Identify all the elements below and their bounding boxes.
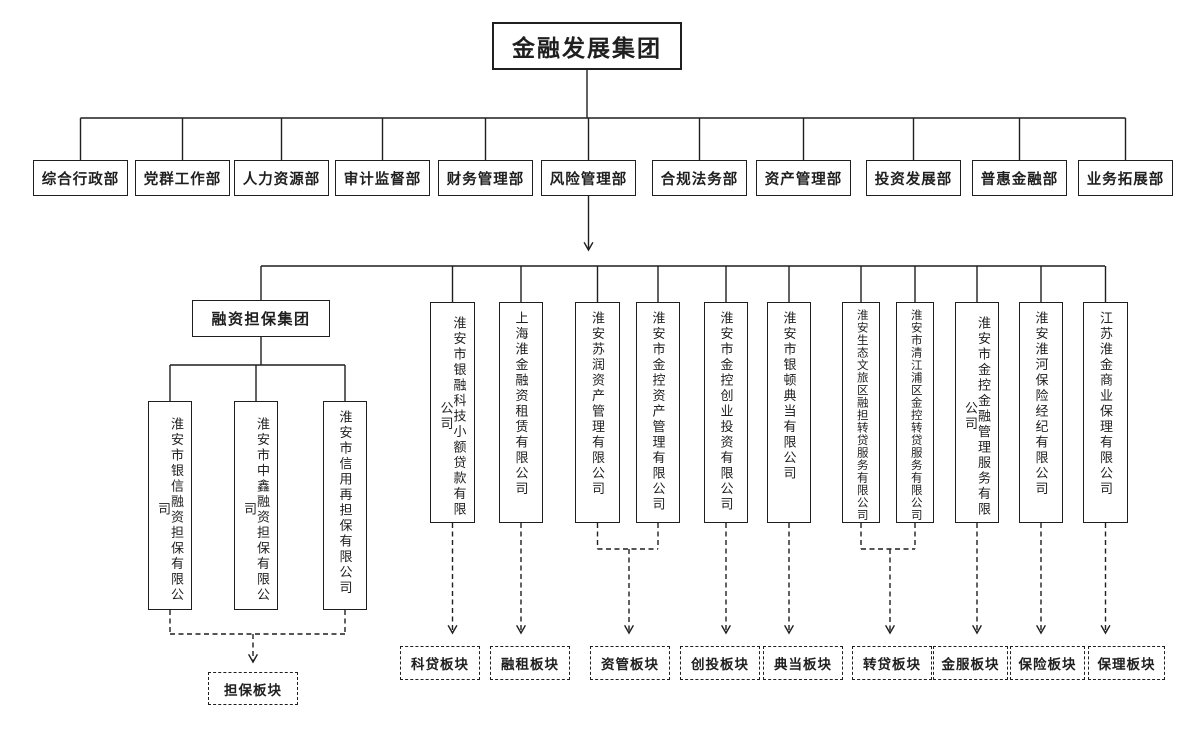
sector-label: 创投板块 [691,657,749,672]
subsidiary-label: 淮安市银信融资担保有限公司 [156,416,184,603]
sector-node-0: 科贷板块 [400,646,480,680]
company-node-3: 淮安市金控资产管理有限公司 [636,302,680,523]
sector-label: 资管板块 [601,657,659,672]
guarantee-group-node: 融资担保集团 [192,300,330,337]
sector-label: 保险板块 [1018,657,1077,672]
company-label: 江苏淮金商业保理有限公司 [1098,311,1113,497]
company-node-2: 淮安苏润资产管理有限公司 [575,302,620,523]
subsidiary-label: 淮安市信用再担保有限公司 [337,410,353,596]
sector-label: 融租板块 [501,657,559,672]
sector-label: 转贷板块 [863,657,921,672]
company-label: 上海淮金融资租赁有限公司 [513,311,529,497]
department-label: 党群工作部 [143,171,222,188]
company-label: 淮安市金控金融管理服务有限公司 [963,315,991,518]
department-node-1: 党群工作部 [135,160,230,196]
sector-label: 金服板块 [941,657,1000,672]
company-label: 淮安市清江浦区金控转贷服务有限公司 [909,309,922,522]
department-label: 审计监督部 [343,171,422,188]
sector-node-guarantee: 担保板块 [208,672,298,705]
department-node-4: 财务管理部 [438,160,533,196]
department-node-6: 合规法务部 [652,160,747,196]
sector-label: 保理板块 [1097,657,1156,672]
subsidiary-node-2: 淮安市信用再担保有限公司 [323,401,367,610]
department-label: 业务拓展部 [1086,171,1165,188]
company-node-5: 淮安市银顿典当有限公司 [767,302,811,523]
department-node-3: 审计监督部 [335,160,430,196]
sector-label: 典当板块 [774,657,832,672]
department-node-5: 风险管理部 [541,160,636,196]
sector-node-1: 融租板块 [490,646,570,680]
root-node-label: 金融发展集团 [512,36,662,61]
company-label: 淮安淮河保险经纪有限公司 [1033,311,1049,497]
company-node-7: 淮安市清江浦区金控转贷服务有限公司 [896,302,934,523]
subsidiary-node-0: 淮安市银信融资担保有限公司 [148,401,192,610]
sector-node-8: 保理板块 [1088,646,1165,680]
company-label: 淮安生态文旅区融担转贷服务有限公司 [855,309,868,522]
company-label: 淮安市金控资产管理有限公司 [650,311,666,513]
company-label: 淮安苏润资产管理有限公司 [590,311,605,497]
company-label: 淮安市银融科技小额贷款有限公司 [438,315,467,518]
guarantee-group-label: 融资担保集团 [211,312,311,328]
department-label: 资产管理部 [764,171,843,188]
department-label: 投资发展部 [874,171,953,188]
sector-node-7: 保险板块 [1010,646,1085,680]
department-node-0: 综合行政部 [33,160,128,196]
department-node-9: 普惠金融部 [972,160,1067,196]
subsidiary-label: 淮安市中鑫融资担保有限公司 [242,416,270,603]
company-node-6: 淮安生态文旅区融担转贷服务有限公司 [842,302,880,523]
department-label: 风险管理部 [549,171,628,188]
sector-node-5: 转贷板块 [852,646,932,680]
department-node-7: 资产管理部 [756,160,851,196]
sector-label: 担保板块 [224,682,282,698]
department-node-8: 投资发展部 [866,160,961,196]
department-node-10: 业务拓展部 [1078,160,1173,196]
company-node-9: 淮安淮河保险经纪有限公司 [1019,302,1063,523]
company-label: 淮安市金控创业投资有限公司 [718,311,734,513]
subsidiary-node-1: 淮安市中鑫融资担保有限公司 [234,401,278,610]
company-label: 淮安市银顿典当有限公司 [781,311,797,482]
company-node-1: 上海淮金融资租赁有限公司 [499,302,543,523]
sector-node-4: 典当板块 [763,646,843,680]
sector-node-6: 金服板块 [933,646,1008,680]
department-label: 合规法务部 [660,171,739,188]
company-node-10: 江苏淮金商业保理有限公司 [1083,302,1128,523]
department-label: 普惠金融部 [980,171,1059,188]
department-label: 财务管理部 [446,171,525,188]
sector-node-2: 资管板块 [590,646,670,680]
sector-label: 科贷板块 [411,657,469,672]
department-label: 人力资源部 [242,171,321,188]
company-node-8: 淮安市金控金融管理服务有限公司 [955,302,999,523]
sector-node-3: 创投板块 [680,646,760,680]
department-node-2: 人力资源部 [234,160,329,196]
root-node: 金融发展集团 [492,22,682,70]
department-label: 综合行政部 [41,171,120,188]
company-node-4: 淮安市金控创业投资有限公司 [704,302,748,523]
company-node-0: 淮安市银融科技小额贷款有限公司 [430,302,475,523]
